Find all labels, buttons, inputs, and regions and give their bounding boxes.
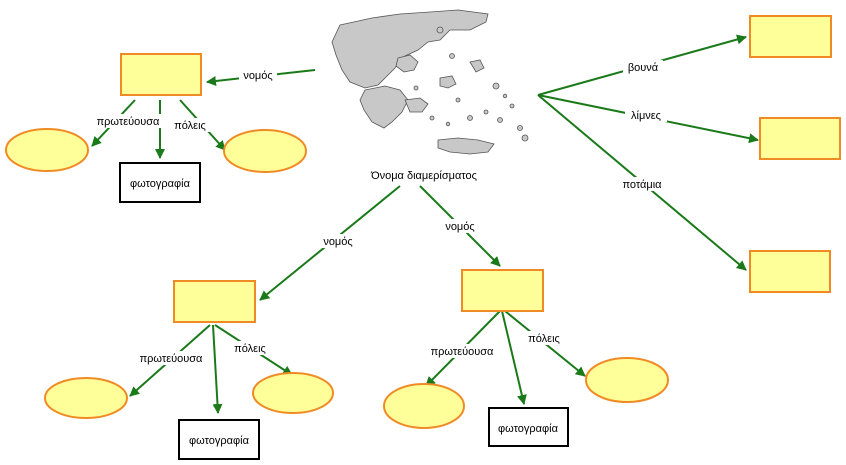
cities-ellipse-bottom-left xyxy=(252,372,334,414)
label-nomos-right: νομός xyxy=(445,221,474,233)
cities-ellipse-bottom-middle xyxy=(585,357,669,403)
greece-map-icon xyxy=(331,9,529,155)
photo-label-top-left: φωτογραφία xyxy=(130,178,191,190)
concept-box-top-left xyxy=(120,53,202,96)
link-labels: νομός πρωτεύουσα πόλεις Όνομα διαμερίσμα… xyxy=(92,60,667,365)
concept-box-lakes xyxy=(759,117,841,160)
photo-box-bottom-left xyxy=(178,419,260,460)
label-capital-bottom-middle: πρωτεύουσα xyxy=(431,346,494,358)
photo-label-bottom-middle: φωτογραφία xyxy=(498,423,559,435)
concept-box-bottom-middle xyxy=(461,269,544,312)
label-capital-top-left: πρωτεύουσα xyxy=(97,116,160,128)
label-rivers: ποτάμια xyxy=(622,179,662,191)
label-nomos-left: νομός xyxy=(323,236,352,248)
label-capital-bottom-left: πρωτεύουσα xyxy=(140,353,203,365)
capital-ellipse-bottom-middle xyxy=(383,383,465,429)
capital-ellipse-top-left xyxy=(5,128,89,172)
photo-box-top-left xyxy=(119,162,201,203)
concept-box-mountains xyxy=(749,15,832,58)
label-mountains: βουνά xyxy=(628,62,659,74)
label-nomos-top: νομός xyxy=(243,70,272,82)
label-lakes: λίμνες xyxy=(631,110,661,122)
center-label: Όνομα διαμερίσματος xyxy=(370,170,477,182)
concept-box-bottom-left xyxy=(173,280,256,323)
photo-box-bottom-middle xyxy=(488,407,569,447)
photo-label-bottom-left: φωτογραφία xyxy=(189,435,250,447)
concept-box-rivers xyxy=(749,250,831,293)
capital-ellipse-bottom-left xyxy=(44,377,128,419)
label-cities-bottom-middle: πόλεις xyxy=(528,333,560,345)
label-cities-bottom-left: πόλεις xyxy=(234,343,266,355)
label-cities-top-left: πόλεις xyxy=(174,120,206,132)
cities-ellipse-top-left xyxy=(223,129,307,173)
